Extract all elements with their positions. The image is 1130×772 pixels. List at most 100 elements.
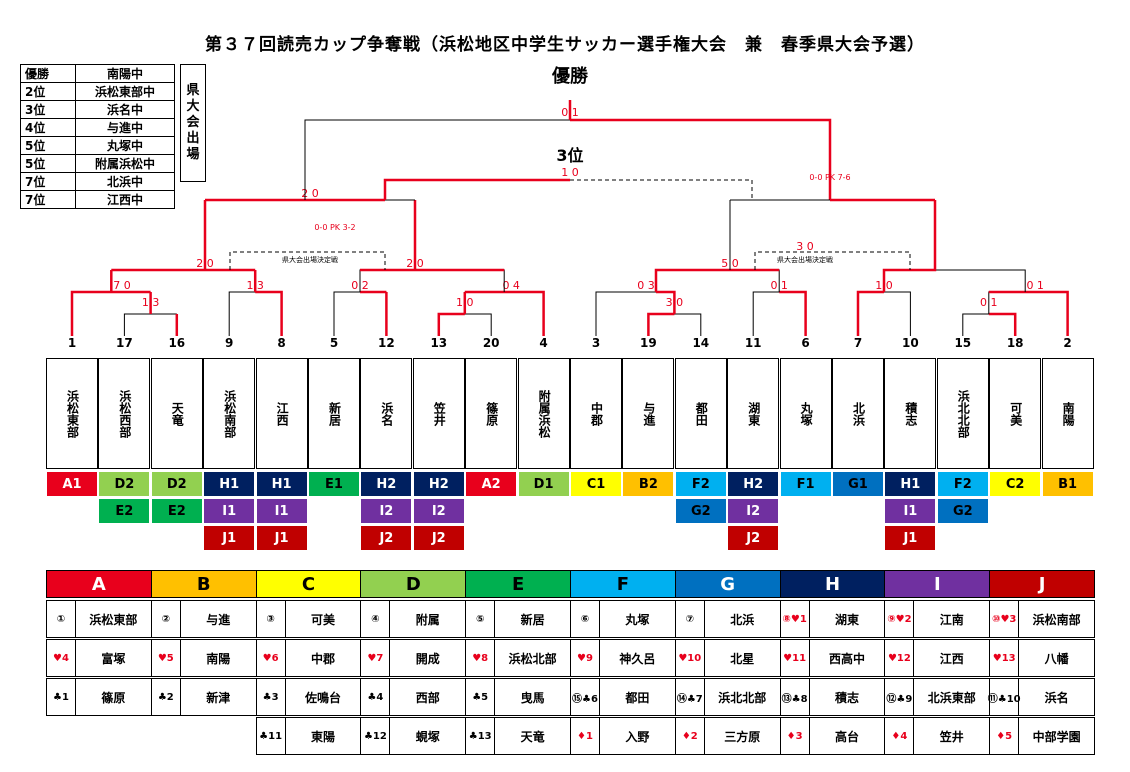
group-team-cell: 新居 [494,600,571,638]
team-group-badge: J2 [727,525,780,551]
score-label: 0-0 PK 3-2 [314,223,355,232]
team-seed: 1 [67,336,77,350]
team-group-badge: E2 [150,498,203,524]
group-seed-mark: ⑭♣7 [676,693,703,705]
group-seed-mark: ⑥ [580,613,590,625]
group-team-cell: 笠井 [913,717,991,755]
team-name: 浜松南部 [203,358,256,469]
playoff-label: 県大会出場決定戦 [777,255,833,264]
score-label: 2 0 [301,187,319,200]
group-seed-mark: ⑨♥2 [887,613,912,625]
bracket-line [228,291,283,336]
bracket-line [647,313,702,336]
team-name: 可美 [989,358,1042,469]
group-seed-cell: ♥4 [46,639,76,677]
group-seed-cell: ♥11 [779,639,810,677]
group-seed-cell: ⑫♣9 [884,678,915,716]
group-seed-cell: ♣4 [360,678,391,716]
bracket-line [70,290,151,336]
group-seed-cell: ♥9 [570,639,600,677]
bracket-line [255,290,283,336]
group-seed-mark: ⑦ [685,613,695,625]
group-team-cell: 富塚 [75,639,152,677]
group-team-cell: 与進 [179,600,257,638]
bracket-line [656,290,676,314]
group-seed-cell: ⑥ [570,600,600,638]
group-header: H [779,570,886,598]
group-seed-mark: ♦2 [681,730,698,742]
bracket-line [856,290,884,336]
bracket-line [464,290,545,336]
bracket-line [988,312,1017,336]
team-seed: 3 [591,336,601,350]
group-team-cell: 東陽 [284,717,362,755]
group-team-cell: 江西 [913,639,991,677]
bracket-line [438,313,492,336]
kentaikai-char: 場 [186,147,200,162]
ranking-row: 4位与進中 [20,118,175,137]
ranking-position: 7位 [20,190,76,209]
group-seed-mark: ♣2 [157,691,174,703]
ranking-row: 2位浜松東部中 [20,82,175,101]
bracket-line [779,290,807,336]
bracket-line [883,269,1026,292]
bracket-line [647,312,675,336]
champion-label: 優勝 [552,66,588,87]
group-seed-cell: ♣3 [255,678,286,716]
team-group-badge: D1 [517,471,570,497]
group-team-cell: 北浜 [703,600,781,638]
group-seed-mark: ♥5 [157,652,174,664]
team-group-badge: I1 [203,498,256,524]
group-team-cell: 都田 [599,678,676,716]
group-seed-cell: ⑨♥2 [884,600,915,638]
group-team-cell: 浜松東部 [75,600,152,638]
bracket-line [655,269,780,292]
ranking-team: 浜名中 [75,100,175,119]
group-team-cell: 北浜東部 [913,678,991,716]
score-label: 3 0 [796,240,814,253]
team-group-badge: B2 [622,471,675,497]
group-seed-cell: ② [150,600,181,638]
team-name: 浜松西部 [98,358,151,469]
group-seed-cell: ♥6 [255,639,286,677]
group-team-cell: 篠原 [75,678,152,716]
group-seed-cell: ♣2 [150,678,181,716]
group-seed-mark: ♣1 [53,691,69,703]
score-label: 0 4 [502,279,520,292]
team-group-badge: J2 [360,525,413,551]
team-name: 浜松東部 [46,358,98,469]
group-team-cell: 入野 [599,717,676,755]
group-seed-mark: ♦4 [891,730,908,742]
group-team-cell: 浜松南部 [1018,600,1095,638]
group-header: E [465,570,571,598]
kentaikai-char: 会 [186,115,200,130]
group-header: B [150,570,257,598]
team-group-badge: F2 [674,471,727,497]
score-label: 0 1 [1026,279,1044,292]
group-seed-cell: ⑦ [674,600,705,638]
group-seed-mark: ♣11 [259,730,283,742]
bracket-line [383,178,570,200]
team-seed: 10 [902,336,919,350]
team-name: 附属浜松 [517,358,570,469]
bracket-line [988,290,1069,336]
team-seed: 7 [853,336,863,350]
team-name: 篠原 [465,358,518,469]
team-group-badge: I1 [255,498,308,524]
group-header: D [360,570,467,598]
team-seed: 9 [225,336,234,350]
team-seed: 6 [801,336,810,350]
team-seed: 19 [640,336,657,350]
group-team-cell: 高台 [808,717,886,755]
group-seed-mark: ④ [371,613,380,625]
group-seed-cell: ♦1 [570,717,600,755]
team-name: 笠井 [412,358,465,469]
bracket-line [857,291,911,336]
group-seed-cell: ① [46,600,76,638]
team-name: 天竜 [150,358,203,469]
team-group-badge: D2 [98,471,151,497]
ranking-row: 優勝南陽中 [20,64,175,83]
group-header: C [255,570,362,598]
